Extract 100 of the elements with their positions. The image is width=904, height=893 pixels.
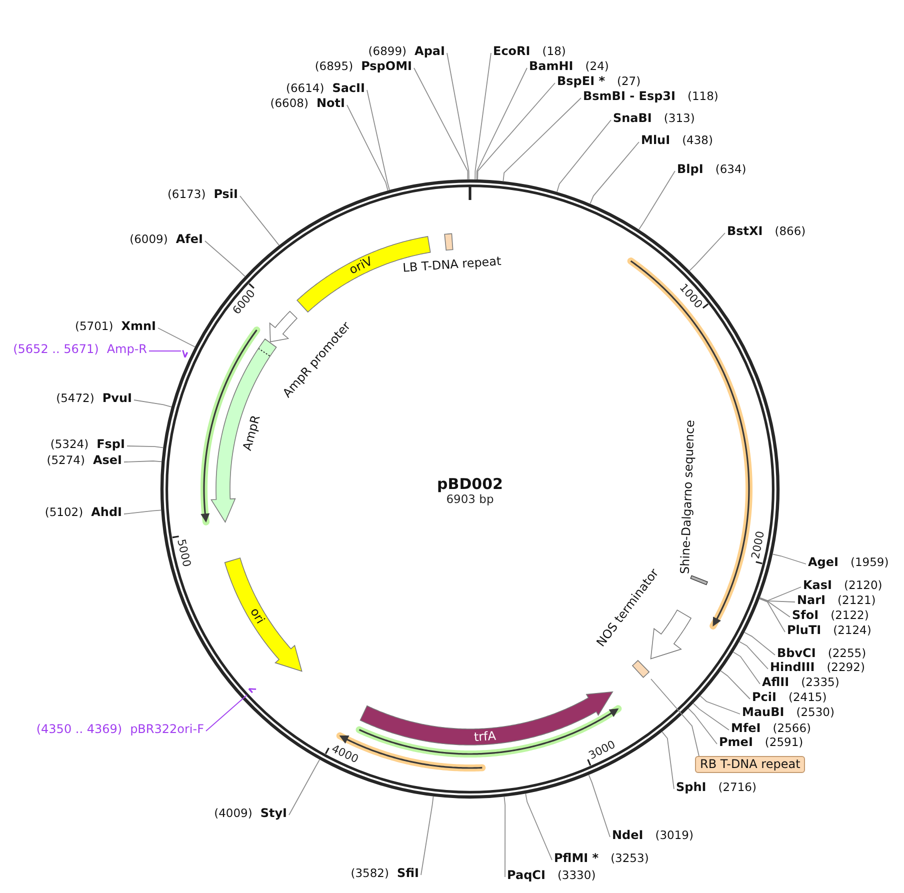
cut-position: (6899) (368, 45, 407, 58)
leader-line (124, 460, 162, 462)
leader-line (744, 632, 776, 656)
cut-position: (3582) (350, 867, 389, 880)
leader-line (148, 350, 182, 352)
leader-line (206, 694, 248, 732)
primer-name: pBR322ori-F (130, 723, 204, 737)
enzyme-name: NotI (316, 97, 345, 111)
enzyme-name: PaqCI (507, 869, 546, 883)
cut-position: (438) (682, 134, 713, 148)
feature-label: trfA (474, 729, 497, 744)
cut-position: (2591) (764, 736, 804, 750)
leader-line (650, 678, 700, 756)
enzyme-name: HindIII (770, 661, 815, 675)
leader-line (759, 598, 790, 618)
leader-line (204, 240, 246, 277)
leader-line (772, 554, 806, 564)
primer-position: (4350 .. 4369) (36, 723, 122, 737)
cut-position: (18) (542, 45, 566, 58)
feature-callout: RB T-DNA repeat (695, 756, 806, 773)
enzyme-name: BstXI (727, 225, 763, 239)
cut-position: (3019) (655, 829, 694, 842)
feature-label: AmpR (241, 414, 263, 452)
leader-line (240, 196, 280, 246)
cut-position: (5324) (50, 438, 89, 452)
enzyme-name: SnaBI (613, 112, 652, 126)
enzyme-name: MfeI (731, 722, 761, 736)
plasmid-name: pBD002 (437, 476, 503, 494)
enzyme-name: PspOMI (361, 60, 412, 74)
enzyme-name: BamHI (529, 60, 574, 74)
leader-line (477, 82, 556, 180)
enzyme-name: AhdI (91, 506, 122, 520)
enzyme-name: AfeI (176, 233, 203, 247)
leader-line (700, 695, 740, 714)
enzyme-name: PflMI * (554, 852, 599, 866)
enzyme-name: SfoI (792, 609, 819, 623)
enzyme-name: MluI (641, 134, 670, 148)
enzyme-name: AseI (92, 454, 122, 468)
enzyme-name: PluTI (787, 624, 822, 638)
cut-position: (2530) (796, 706, 834, 720)
cut-position: (2415) (788, 691, 827, 704)
enzyme-name: SfiI (396, 867, 419, 881)
enzyme-name: KasI (803, 579, 832, 593)
primer-name: Amp-R (106, 343, 147, 357)
cut-position: (6173) (167, 188, 206, 202)
leader-line (504, 796, 506, 878)
leader-line (588, 774, 610, 838)
leader-line (414, 68, 468, 180)
enzyme-name: BbvCI (777, 647, 816, 661)
leader-line (446, 52, 470, 180)
cut-position: (2292) (826, 661, 865, 674)
leader-line (525, 793, 552, 860)
feature-label: oriV (348, 254, 375, 278)
leader-line (688, 708, 718, 744)
enzyme-name: NarI (797, 594, 826, 608)
leader-line (420, 796, 434, 876)
leader-line (638, 170, 676, 230)
leader-line (124, 510, 162, 514)
leader-line (346, 104, 388, 191)
leader-line (288, 759, 320, 816)
cut-position: (4009) (214, 807, 252, 820)
scale-label: 2000 (750, 530, 766, 560)
enzyme-name: BspEI * (557, 75, 605, 89)
enzyme-name: PsiI (214, 188, 238, 202)
leader-line (502, 98, 582, 182)
enzyme-name: SacII (332, 82, 365, 96)
enzyme-name: PmeI (719, 736, 753, 750)
cut-position: (2255) (828, 647, 866, 660)
leader-line (134, 400, 172, 408)
enzyme-name: PciI (752, 691, 776, 705)
enzyme-name: AgeI (808, 556, 838, 570)
cut-position: (866) (774, 225, 806, 238)
plasmid-size: 6903 bp (446, 493, 494, 506)
leader-line (759, 598, 786, 632)
leader-line (126, 446, 164, 448)
enzyme-name: BlpI (677, 163, 704, 177)
enzyme-name: XmnI (121, 320, 156, 334)
cut-position: (5701) (74, 320, 114, 334)
cut-position: (634) (715, 163, 746, 176)
leader-line (759, 586, 802, 602)
feature-label: LB T-DNA repeat (402, 254, 502, 276)
enzyme-name: SphI (676, 781, 706, 795)
leader-line (158, 328, 196, 348)
cut-position: (2566) (772, 722, 812, 736)
enzyme-name: StyI (260, 807, 287, 821)
cut-position: (5102) (44, 506, 84, 520)
cut-position: (118) (687, 90, 718, 104)
cut-position: (6614) (286, 82, 324, 96)
cut-position: (3253) (610, 852, 649, 866)
cut-position: (5274) (46, 454, 85, 468)
cut-position: (24) (585, 60, 609, 74)
leader-line (476, 68, 528, 180)
feature-label: ori (247, 606, 266, 626)
leader-line (366, 90, 390, 190)
cut-position: (3330) (557, 869, 596, 882)
cut-position: (2335) (801, 676, 840, 690)
cut-position: (6009) (130, 233, 168, 246)
cut-position: (1959) (850, 556, 889, 570)
enzyme-name: BsmBI - Esp3I (583, 90, 676, 104)
enzyme-name: EcoRI (493, 45, 530, 59)
